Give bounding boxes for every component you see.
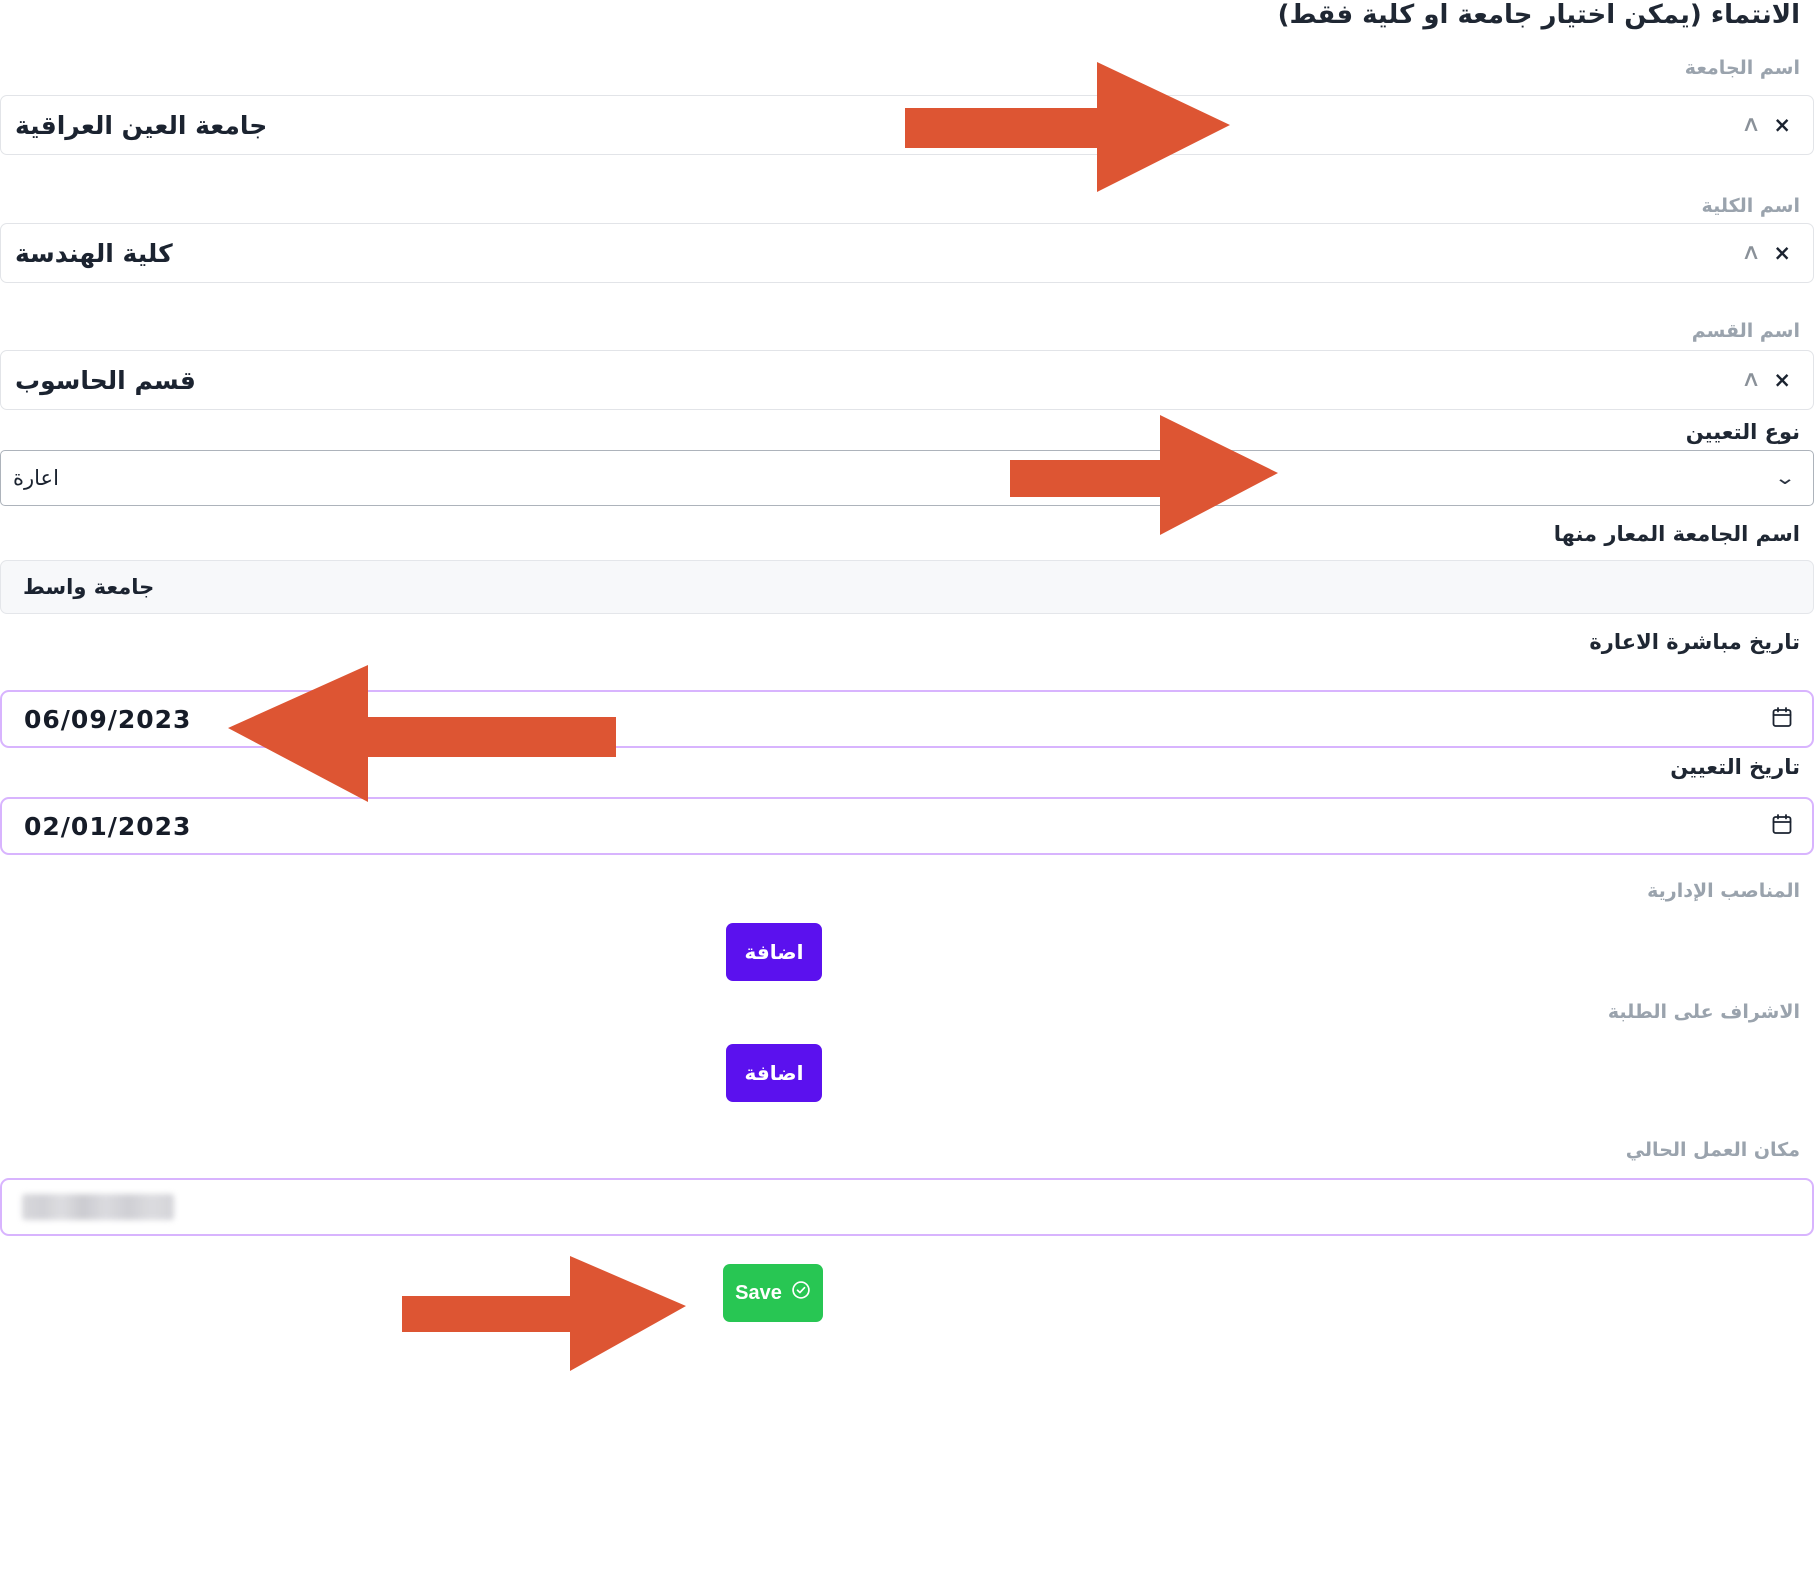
- label-appointment-date: تاريخ التعيين: [1670, 755, 1800, 779]
- label-college: اسم الكلية: [1701, 195, 1800, 217]
- redacted-value: [22, 1194, 174, 1220]
- secondment-start-date-input[interactable]: 06/09/2023: [0, 690, 1814, 748]
- add-administrative-position-button[interactable]: اضافة: [726, 923, 822, 981]
- label-university: اسم الجامعة: [1684, 57, 1800, 79]
- label-administrative-positions: المناصب الإدارية: [1647, 880, 1800, 902]
- save-button-label: Save: [735, 1281, 782, 1304]
- label-secondment-start-date: تاريخ مباشرة الاعارة: [1589, 630, 1800, 654]
- appointment-type-select[interactable]: اعارة ⌄: [0, 450, 1814, 506]
- chevron-down-icon: ⌄: [1773, 467, 1797, 489]
- college-select-controls: ∧ ×: [1741, 240, 1791, 265]
- university-select-value: جامعة العين العراقية: [15, 110, 268, 140]
- clear-icon[interactable]: ×: [1773, 367, 1791, 392]
- check-circle-icon: [791, 1280, 811, 1306]
- university-select[interactable]: جامعة العين العراقية ∧ ×: [0, 95, 1814, 155]
- label-current-workplace: مكان العمل الحالي: [1625, 1139, 1800, 1161]
- chevron-up-icon[interactable]: ∧: [1741, 112, 1762, 137]
- college-select[interactable]: كلية الهندسة ∧ ×: [0, 223, 1814, 283]
- label-seconded-from-university: اسم الجامعة المعار منها: [1553, 522, 1800, 546]
- calendar-icon[interactable]: [1770, 812, 1794, 840]
- save-button[interactable]: Save: [723, 1264, 823, 1322]
- annotation-arrow-save: [402, 1256, 686, 1371]
- calendar-icon[interactable]: [1770, 705, 1794, 733]
- clear-icon[interactable]: ×: [1773, 240, 1791, 265]
- chevron-up-icon[interactable]: ∧: [1741, 240, 1762, 265]
- department-select-controls: ∧ ×: [1741, 367, 1791, 392]
- appointment-type-value: اعارة: [13, 466, 59, 490]
- label-appointment-type: نوع التعيين: [1685, 420, 1800, 444]
- appointment-date-input[interactable]: 02/01/2023: [0, 797, 1814, 855]
- label-student-supervision: الاشراف على الطلبة: [1607, 1001, 1800, 1023]
- appointment-date-value: 02/01/2023: [24, 811, 192, 841]
- university-select-controls: ∧ ×: [1741, 112, 1791, 137]
- section-title: الانتماء (يمكن اختيار جامعة او كلية فقط): [1277, 0, 1800, 30]
- college-select-value: كلية الهندسة: [15, 238, 173, 268]
- seconded-from-university-value: جامعة واسط: [23, 575, 155, 599]
- secondment-start-date-value: 06/09/2023: [24, 704, 192, 734]
- department-select-value: قسم الحاسوب: [15, 365, 196, 395]
- department-select[interactable]: قسم الحاسوب ∧ ×: [0, 350, 1814, 410]
- current-workplace-input[interactable]: [0, 1178, 1814, 1236]
- add-student-supervision-button[interactable]: اضافة: [726, 1044, 822, 1102]
- label-department: اسم القسم: [1691, 320, 1800, 342]
- seconded-from-university-field: جامعة واسط: [0, 560, 1814, 614]
- chevron-up-icon[interactable]: ∧: [1741, 367, 1762, 392]
- clear-icon[interactable]: ×: [1773, 112, 1791, 137]
